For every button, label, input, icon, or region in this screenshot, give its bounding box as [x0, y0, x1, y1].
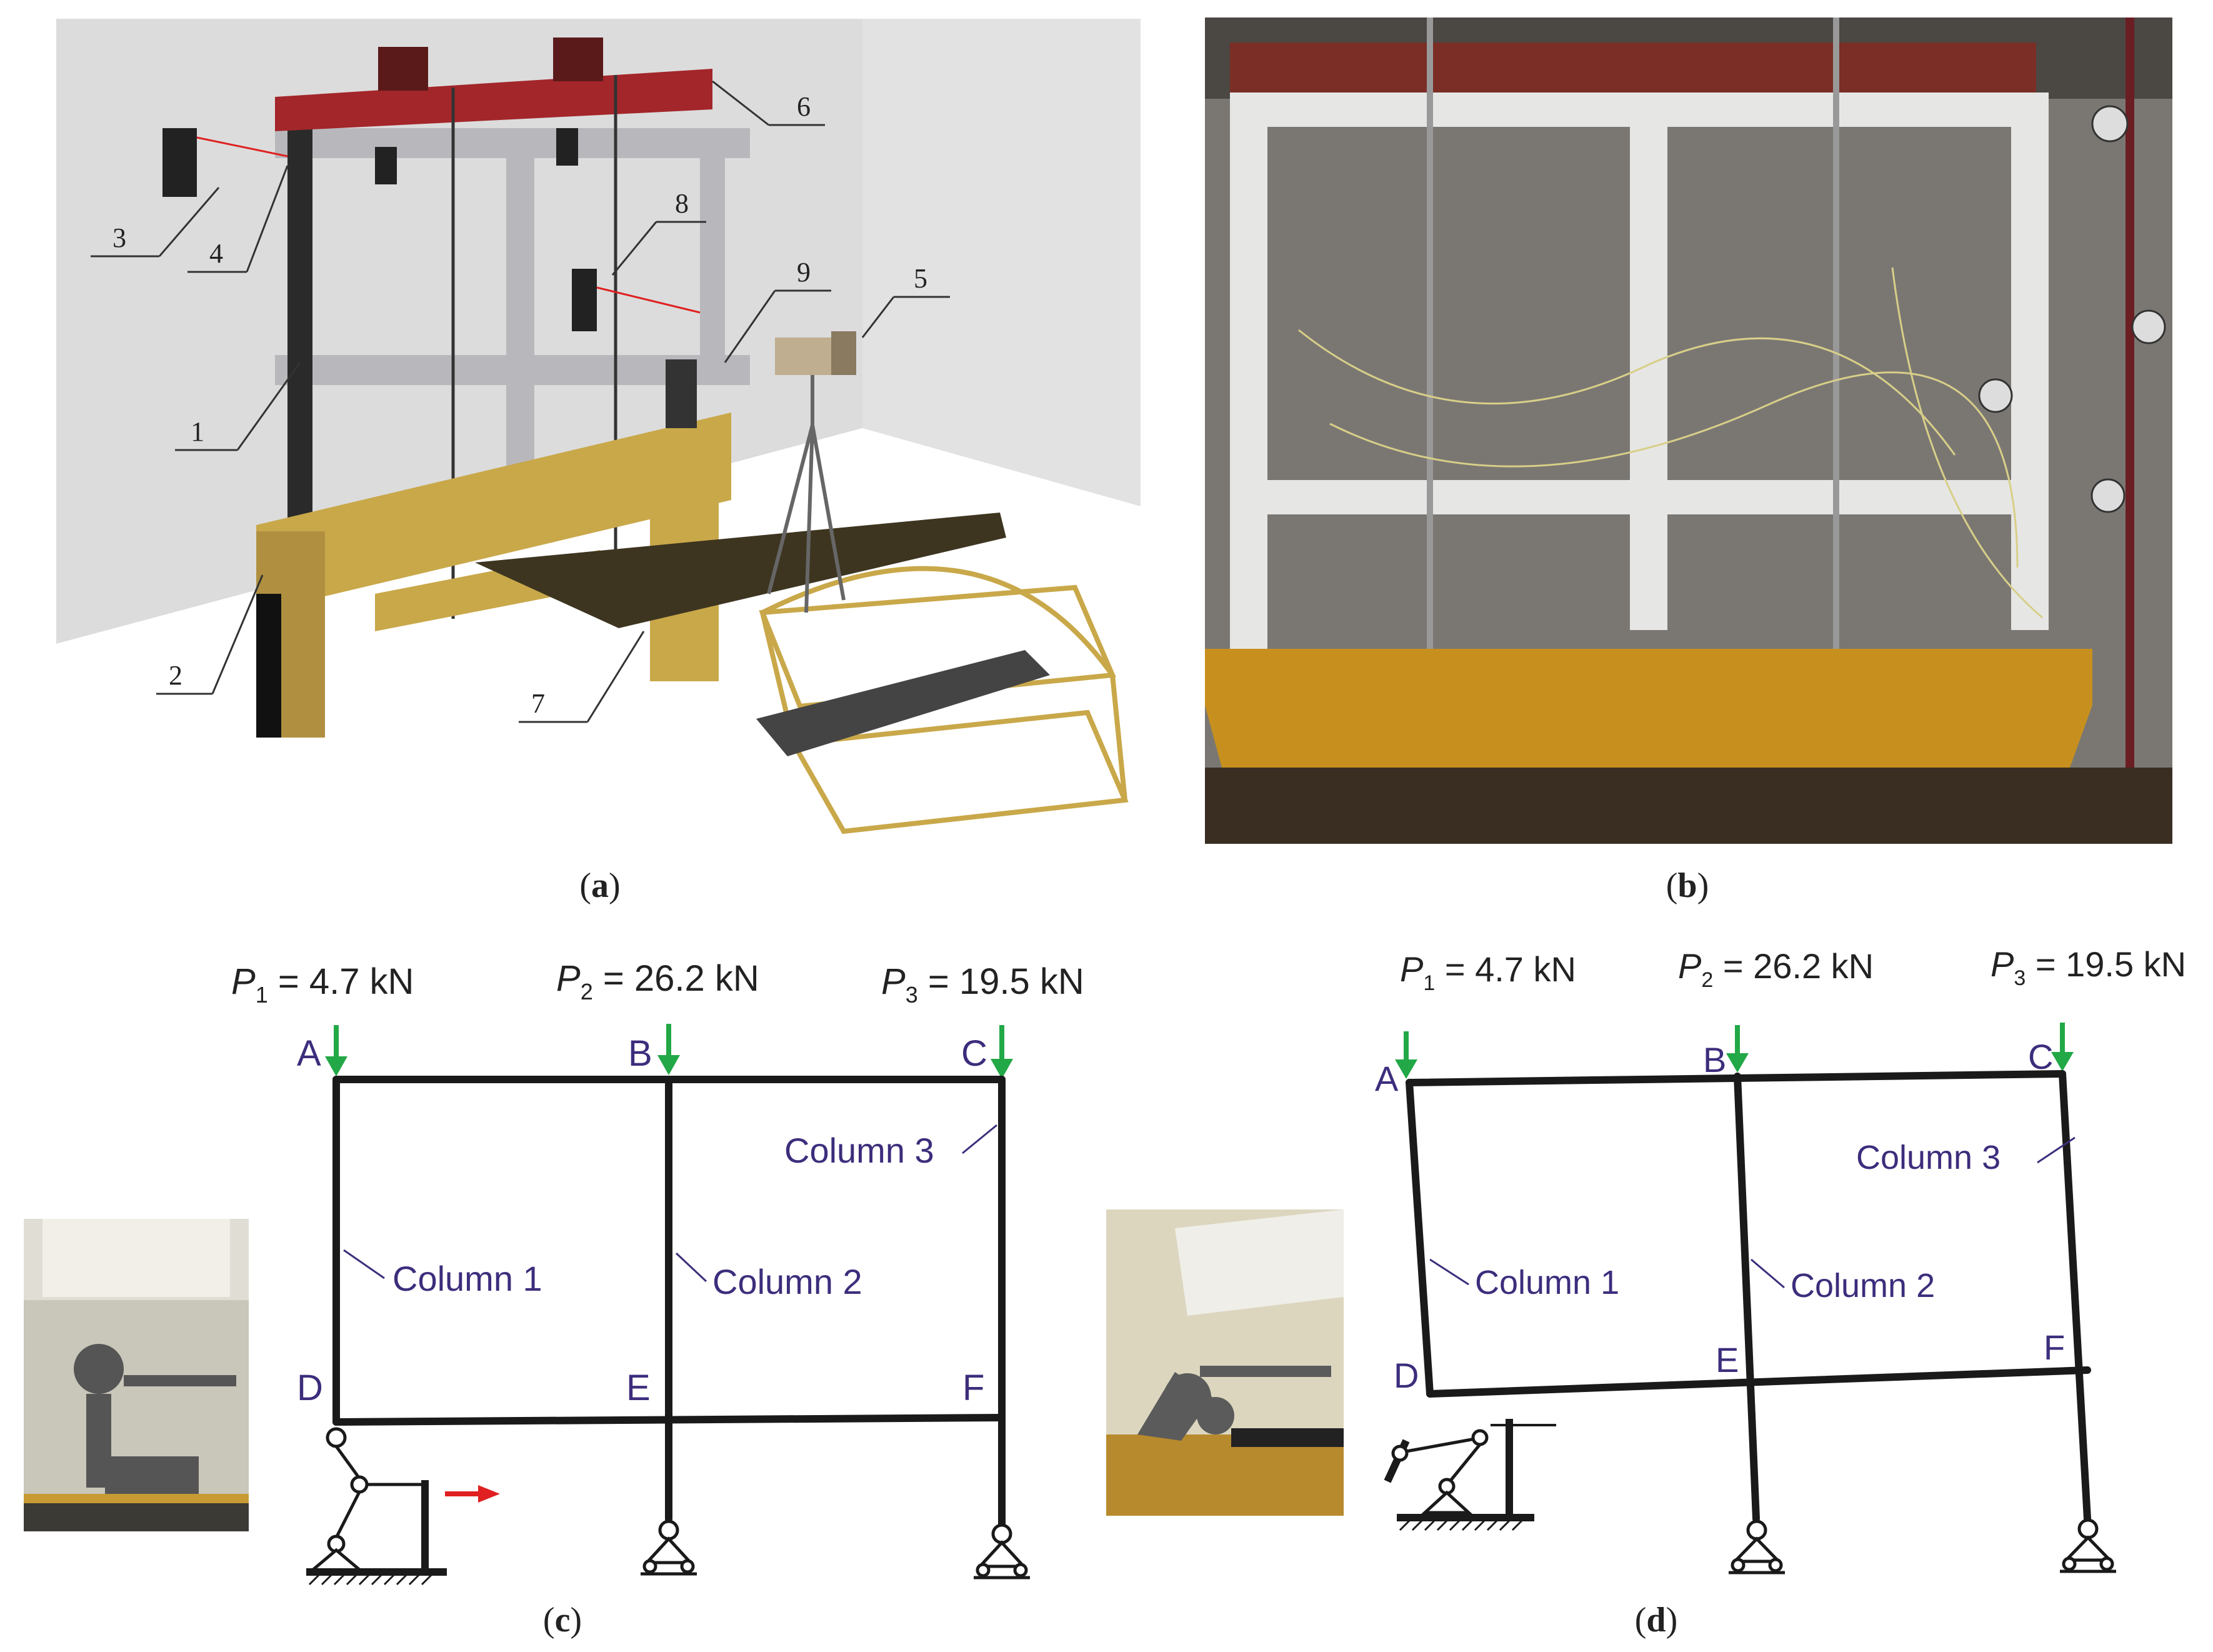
caption-a: (a) [579, 866, 621, 905]
load-label-d-p3: P3 = 19.5 kN [1991, 944, 2186, 990]
column-3-label-c: Column 3 [784, 1131, 934, 1170]
panel-c-support-photo [24, 1219, 249, 1531]
frame-c [332, 1076, 1006, 1528]
panel-c-diagram: P1 = 4.7 kN P2 = 26.2 kN P3 = 19.5 kN A … [225, 900, 1112, 1594]
photo-wires [1298, 267, 2043, 619]
support-device [666, 359, 697, 428]
pin-support-f-d [2060, 1518, 2116, 1573]
support-mechanism-d [1137, 1366, 1331, 1441]
callout-4: 4 [209, 238, 223, 269]
panel-a-schematic: 3 4 1 2 5 6 7 8 9 [50, 13, 1156, 850]
caption-b: (b) [1666, 866, 1709, 905]
node-d-d: D [1394, 1356, 1419, 1395]
pin-support-f-c [974, 1523, 1030, 1579]
support-d-d [1384, 1419, 1556, 1521]
load-arrow-head-d1 [1395, 1059, 1417, 1079]
node-c-d: C [2028, 1037, 2053, 1076]
red-loading-beams [275, 38, 712, 131]
panel-b-photo [1205, 18, 2172, 844]
load-label-p3: P3 = 19.5 kN [881, 961, 1084, 1008]
load-label-d-p1: P1 = 4.7 kN [1400, 949, 1576, 995]
callout-8: 8 [675, 188, 689, 219]
callout-6: 6 [797, 91, 811, 122]
callout-3: 3 [112, 223, 126, 253]
caption-d: (d) [1634, 1601, 1678, 1639]
column-2-label-c: Column 2 [712, 1262, 862, 1301]
weight-bars [756, 650, 1050, 756]
column-3-label-d: Column 3 [1856, 1139, 2001, 1176]
node-b-c: B [628, 1033, 652, 1074]
photo-top-beam [1230, 43, 2036, 93]
node-e-c: E [626, 1368, 651, 1408]
pin-support-e-c [641, 1519, 697, 1576]
callout-2: 2 [169, 660, 182, 691]
load-label-d-p2: P2 = 26.2 kN [1678, 946, 1874, 992]
lever-arm [475, 513, 1006, 628]
push-arrow-c [445, 1485, 500, 1503]
callout-leaders [91, 80, 950, 723]
column-1-label-d: Column 1 [1475, 1264, 1619, 1301]
column-leaders-d [1429, 1136, 2076, 1289]
target-markers [162, 128, 597, 331]
load-arrow-head-d3 [2051, 1052, 2074, 1071]
load-arrow-head-d2 [1726, 1053, 1749, 1073]
hatch-d-d [1399, 1519, 1523, 1531]
hatch-d-c [308, 1574, 432, 1586]
panel-d-support-photo [1106, 1209, 1344, 1516]
column-leaders-c [343, 1124, 997, 1283]
support-d-c [306, 1427, 447, 1576]
photo-dial-gauges [1978, 105, 2166, 513]
load-label-p2: P2 = 26.2 kN [556, 958, 759, 1004]
node-a-d: A [1375, 1059, 1399, 1098]
panel-d-diagram: P1 = 4.7 kN P2 = 26.2 kN P3 = 19.5 kN A … [1356, 919, 2206, 1575]
node-f-d: F [2044, 1328, 2065, 1367]
weight-cage [759, 566, 1129, 834]
column-2-label-d: Column 2 [1791, 1267, 1935, 1304]
node-f-c: F [962, 1368, 984, 1408]
node-e-d: E [1716, 1340, 1739, 1379]
node-a-c: A [297, 1033, 321, 1074]
node-d-c: D [297, 1368, 323, 1408]
callout-7: 7 [531, 688, 545, 719]
load-label-p1: P1 = 4.7 kN [231, 961, 414, 1008]
pin-support-e-d [1729, 1519, 1785, 1574]
callout-1: 1 [191, 416, 204, 447]
node-b-d: B [1703, 1040, 1726, 1079]
load-arrow-head-3 [991, 1059, 1013, 1079]
frame-d [1406, 1070, 2091, 1523]
load-arrow-head-1 [325, 1056, 347, 1076]
load-arrow-head-2 [657, 1055, 680, 1075]
laser-lines [196, 136, 701, 314]
support-mechanism [74, 1344, 236, 1494]
callout-9: 9 [797, 257, 811, 288]
caption-c: (c) [542, 1601, 582, 1639]
column-1-label-c: Column 1 [392, 1259, 542, 1298]
frame-3d [275, 128, 750, 528]
load-arrows-d [1404, 1023, 2065, 1064]
callout-5: 5 [914, 263, 927, 294]
camera-tripod [767, 331, 856, 613]
node-c-c: C [961, 1033, 987, 1074]
